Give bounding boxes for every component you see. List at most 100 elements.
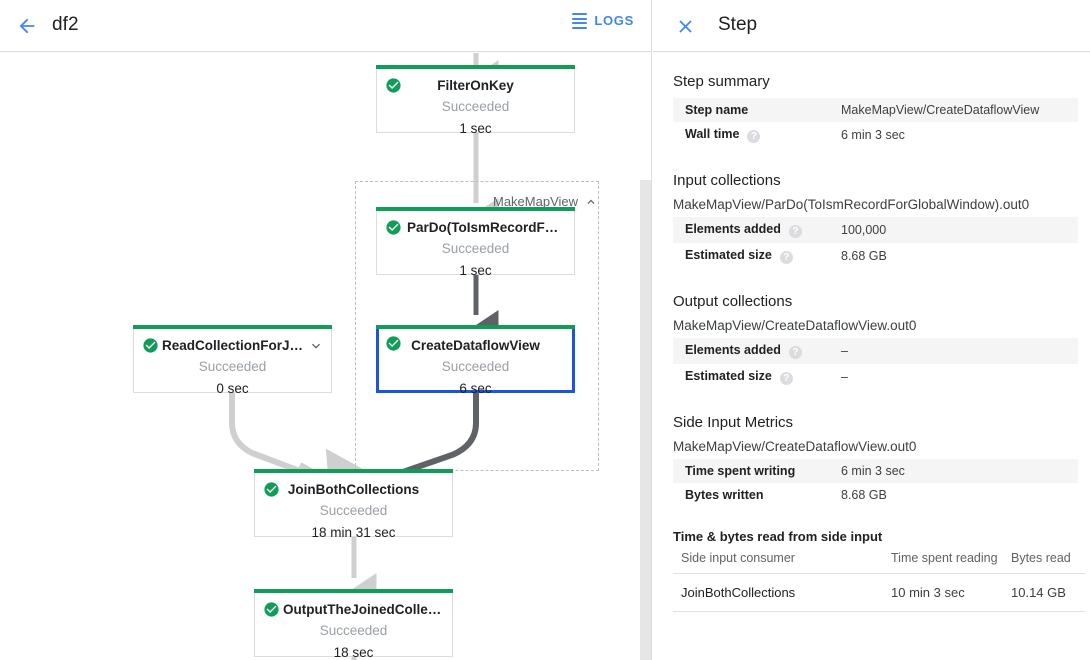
node-status: Succeeded <box>319 623 388 638</box>
help-icon[interactable]: ? <box>779 372 793 385</box>
check-circle-icon <box>264 482 279 497</box>
node-title: ReadCollectionForJoin <box>162 338 307 353</box>
graph-node-joinbothcollections[interactable]: JoinBothCollections Succeeded 18 min 31 … <box>254 469 453 540</box>
node-status: Succeeded <box>441 359 510 374</box>
node-status-bar <box>376 207 575 211</box>
node-duration: 18 sec <box>333 645 374 660</box>
node-title-row: OutputTheJoinedCollec… <box>255 602 452 617</box>
node-title-row: JoinBothCollections <box>255 482 452 497</box>
check-circle-icon <box>143 338 158 353</box>
node-duration: 0 sec <box>216 381 249 396</box>
check-circle-icon <box>264 602 279 617</box>
help-icon[interactable]: ? <box>788 225 802 238</box>
step-panel-header: Step <box>653 0 1090 52</box>
node-duration: 6 sec <box>459 381 492 396</box>
table-row: Step name MakeMapView/CreateDataflowView <box>673 98 1078 122</box>
side-input-table-title: Time & bytes read from side input <box>673 529 883 544</box>
section-heading-side-input-metrics: Side Input Metrics <box>673 414 794 431</box>
step-details-panel: Step Step summary Step name MakeMapView/… <box>653 0 1090 660</box>
node-status-bar <box>376 325 575 329</box>
column-header-consumer: Side input consumer <box>673 548 883 574</box>
side-input-metrics-table: Time spent writing 6 min 3 sec Bytes wri… <box>673 459 1078 507</box>
row-key: Bytes written <box>685 488 764 502</box>
chevron-up-icon[interactable] <box>584 195 598 209</box>
node-status: Succeeded <box>441 99 510 114</box>
node-title: OutputTheJoinedCollec… <box>283 602 444 617</box>
node-title-row: CreateDataflowView <box>379 338 572 353</box>
row-key: Step name <box>685 103 749 117</box>
row-key: Elements added? <box>673 338 841 364</box>
graph-node-outputthejoinedcollection[interactable]: OutputTheJoinedCollec… Succeeded 18 sec <box>254 589 453 660</box>
job-header-bar: df2 LOGS <box>0 0 651 52</box>
node-title-row: ReadCollectionForJoin <box>134 338 331 353</box>
node-duration: 1 sec <box>459 263 492 278</box>
job-graph-pane: df2 LOGS <box>0 0 652 660</box>
row-value: – <box>841 370 848 384</box>
node-title: FilterOnKey <box>437 78 514 93</box>
row-value: 8.68 GB <box>841 249 887 263</box>
node-title-row: ParDo(ToIsmRecordFor… <box>377 220 574 235</box>
node-status: Succeeded <box>319 503 388 518</box>
table-header-row: Side input consumer Time spent reading B… <box>673 548 1085 574</box>
row-key: Elements added? <box>673 217 841 243</box>
output-collection-name: MakeMapView/CreateDataflowView.out0 <box>673 318 917 333</box>
section-heading-step-summary: Step summary <box>673 73 770 90</box>
help-icon[interactable]: ? <box>779 251 793 264</box>
row-key: Estimated size? <box>673 243 841 269</box>
cell-consumer: JoinBothCollections <box>673 573 883 612</box>
input-collection-name: MakeMapView/ParDo(ToIsmRecordForGlobalWi… <box>673 197 1030 212</box>
page-title: df2 <box>52 14 79 35</box>
column-header-bytes-read: Bytes read <box>1003 548 1085 574</box>
node-title: ParDo(ToIsmRecordFor… <box>407 220 566 235</box>
row-key-text: Elements added <box>685 343 781 357</box>
step-panel-title: Step <box>718 14 758 35</box>
node-duration: 18 min 31 sec <box>311 525 396 540</box>
table-row: Estimated size? 8.68 GB <box>673 243 1078 269</box>
check-circle-icon <box>386 220 401 235</box>
row-key-text: Elements added <box>685 222 781 236</box>
graph-vertical-scrollbar[interactable] <box>640 180 651 660</box>
node-title: JoinBothCollections <box>287 482 420 497</box>
help-icon[interactable]: ? <box>788 346 802 359</box>
row-value: – <box>841 344 848 358</box>
node-status-bar <box>376 65 575 69</box>
node-status: Succeeded <box>198 359 267 374</box>
group-box-makemapview[interactable] <box>355 181 599 471</box>
node-status-bar <box>133 325 332 329</box>
step-panel-body: Step summary Step name MakeMapView/Creat… <box>653 53 1090 660</box>
output-collections-table: Elements added? – Estimated size? – <box>673 338 1078 390</box>
cell-bytes-read: 10.14 GB <box>1003 573 1085 612</box>
table-row: Time spent writing 6 min 3 sec <box>673 459 1078 483</box>
row-value: 6 min 3 sec <box>841 464 905 478</box>
row-key: Wall time? <box>673 122 841 148</box>
graph-node-createdataflowview[interactable]: CreateDataflowView Succeeded 6 sec <box>376 325 575 396</box>
node-title-row: FilterOnKey <box>377 78 574 93</box>
chevron-down-icon[interactable] <box>308 338 324 354</box>
graph-node-readcollectionforjoin[interactable]: ReadCollectionForJoin Succeeded 0 sec <box>133 325 332 396</box>
side-input-collection-name: MakeMapView/CreateDataflowView.out0 <box>673 439 917 454</box>
table-row: Bytes written 8.68 GB <box>673 483 1078 507</box>
logs-list-icon <box>572 13 588 29</box>
group-label-makemapview[interactable]: MakeMapView <box>493 194 598 209</box>
check-circle-icon <box>386 336 401 351</box>
row-key: Estimated size? <box>673 364 841 390</box>
node-status-bar <box>254 469 453 473</box>
help-icon[interactable]: ? <box>747 130 761 143</box>
table-row: Elements added? 100,000 <box>673 217 1078 243</box>
node-duration: 1 sec <box>459 121 492 136</box>
table-row: Elements added? – <box>673 338 1078 364</box>
logs-button-label: LOGS <box>594 13 634 29</box>
close-icon[interactable] <box>669 10 701 42</box>
graph-canvas[interactable]: MakeMapView FilterOnKey Succeeded 1 sec … <box>0 53 651 660</box>
column-header-time-spent-reading: Time spent reading <box>883 548 1003 574</box>
logs-button[interactable]: LOGS <box>572 13 634 29</box>
back-arrow-icon[interactable] <box>10 9 44 43</box>
check-circle-icon <box>386 78 401 93</box>
graph-node-pardo-toismrecord[interactable]: ParDo(ToIsmRecordFor… Succeeded 1 sec <box>376 207 575 278</box>
graph-node-filteronkey[interactable]: FilterOnKey Succeeded 1 sec <box>376 65 575 136</box>
section-heading-output-collections: Output collections <box>673 293 793 310</box>
row-value: MakeMapView/CreateDataflowView <box>841 103 1040 117</box>
row-value: 100,000 <box>841 223 887 237</box>
row-value: 6 min 3 sec <box>841 128 905 142</box>
